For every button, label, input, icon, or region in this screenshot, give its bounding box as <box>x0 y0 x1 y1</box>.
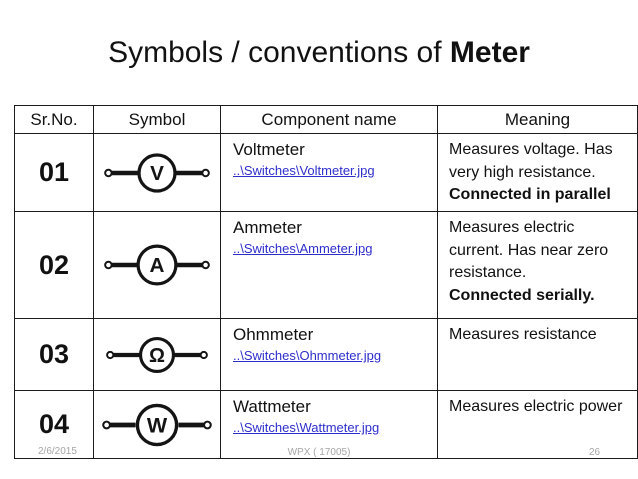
svg-text:W: W <box>147 413 168 437</box>
footer-label: WPX ( 17005) <box>287 447 351 458</box>
meaning-bold-text: Connected in parallel <box>449 186 611 203</box>
meaning-bold-text: Connected serially. <box>449 286 595 304</box>
voltmeter-symbol-icon: V <box>104 152 210 193</box>
component-name: Ohmmeter <box>233 325 314 344</box>
component-name: Wattmeter <box>233 397 311 416</box>
ammeter-symbol-icon: A <box>104 244 210 286</box>
srno-value: 03 <box>14 318 94 391</box>
table-row: 01 V Voltmeter ..\Switches\Voltmeter.jpg… <box>14 133 638 212</box>
symbols-table: Sr.No. Symbol Component name Meaning 01 … <box>14 105 638 459</box>
srno-value: 02 <box>14 211 94 319</box>
page-title-bold: Meter <box>449 36 530 69</box>
component-name: Ammeter <box>233 218 302 237</box>
meaning-cell: Measures electric power <box>437 390 638 459</box>
component-cell: Wattmeter ..\Switches\Wattmeter.jpg <box>220 390 438 459</box>
symbol-cell: Ω <box>93 318 221 391</box>
component-file-link[interactable]: ..\Switches\Ammeter.jpg <box>233 241 373 256</box>
meaning-cell: Measures voltage. Has very high resistan… <box>437 133 638 212</box>
component-cell: Ammeter ..\Switches\Ammeter.jpg <box>220 211 438 319</box>
symbol-cell: W <box>93 390 221 459</box>
table-header-row: Sr.No. Symbol Component name Meaning <box>14 105 638 134</box>
symbol-cell: A <box>93 211 221 319</box>
meaning-text: Measures voltage. Has very high resistan… <box>449 141 613 181</box>
component-file-link[interactable]: ..\Switches\Voltmeter.jpg <box>233 163 375 178</box>
meaning-cell: Measures electric current. Has near zero… <box>437 211 638 319</box>
footer-date: 2/6/2015 <box>38 446 77 457</box>
component-cell: Voltmeter ..\Switches\Voltmeter.jpg <box>220 133 438 212</box>
wattmeter-symbol-icon: W <box>102 403 212 446</box>
header-srno: Sr.No. <box>14 105 94 134</box>
component-file-link[interactable]: ..\Switches\Ohmmeter.jpg <box>233 348 382 363</box>
table-row: 02 A Ammeter ..\Switches\Ammeter.jpg Mea… <box>14 211 638 319</box>
meaning-cell: Measures resistance <box>437 318 638 391</box>
component-file-link[interactable]: ..\Switches\Wattmeter.jpg <box>233 420 380 435</box>
page-title: Symbols / conventions of Meter <box>0 34 638 72</box>
svg-text:V: V <box>150 162 164 185</box>
page-title-regular: Symbols / conventions of <box>108 36 450 69</box>
component-cell: Ohmmeter ..\Switches\Ohmmeter.jpg <box>220 318 438 391</box>
ohmmeter-symbol-icon: Ω <box>106 336 208 373</box>
svg-text:Ω: Ω <box>149 344 165 366</box>
srno-value: 04 <box>14 390 94 459</box>
meaning-text: Measures electric current. Has near zero… <box>449 219 609 281</box>
header-symbol: Symbol <box>93 105 221 134</box>
header-meaning: Meaning <box>437 105 638 134</box>
table-row: 03 Ω Ohmmeter ..\Switches\Ohmmeter.jpg M… <box>14 318 638 391</box>
meaning-text: Measures resistance <box>449 326 597 343</box>
svg-text:A: A <box>150 254 165 277</box>
component-name: Voltmeter <box>233 140 305 159</box>
meaning-text: Measures electric power <box>449 398 623 415</box>
symbol-cell: V <box>93 133 221 212</box>
srno-value: 01 <box>14 133 94 212</box>
header-component-name: Component name <box>220 105 438 134</box>
table-row: 04 W Wattmeter ..\Switches\Wattmeter.jpg… <box>14 390 638 459</box>
footer-page-number: 26 <box>589 447 601 458</box>
